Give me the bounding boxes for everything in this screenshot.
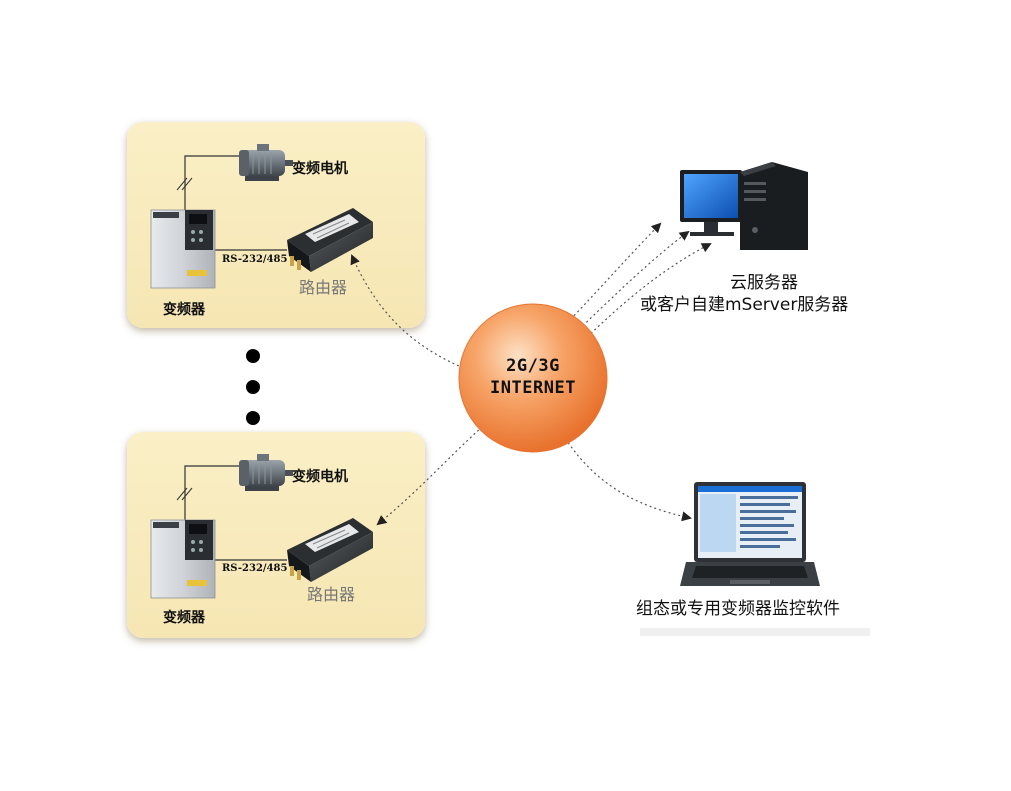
globe-icon [458, 303, 608, 453]
network-label-line1: 2G/3G [506, 356, 560, 376]
ellipsis-dot [246, 380, 260, 394]
interface-label: RS-232/485 [222, 254, 288, 265]
server-label-line2: 或客户自建mServer服务器 [640, 295, 849, 315]
motor-label: 变频电机 [292, 161, 348, 177]
motor-label: 变频电机 [292, 469, 348, 485]
server-label-line1: 云服务器 [730, 273, 798, 293]
network-label-line2: INTERNET [490, 378, 576, 398]
router-label: 路由器 [299, 278, 348, 297]
link-to-server-2 [571, 230, 690, 337]
vfd-label: 变频器 [163, 302, 205, 318]
link-to-router-bottom [376, 419, 491, 526]
link-to-laptop [559, 429, 692, 522]
desktop-computer-icon [680, 162, 808, 250]
router-label: 路由器 [307, 585, 356, 604]
ellipsis-dot [246, 411, 260, 425]
interface-label: RS-232/485 [222, 563, 288, 574]
link-to-server-3 [579, 243, 712, 345]
laptop-label: 组态或专用变频器监控软件 [636, 599, 840, 619]
link-to-router-top [350, 254, 469, 371]
laptop-icon [680, 482, 820, 586]
vfd-label: 变频器 [163, 610, 205, 626]
ellipsis-dot [246, 349, 260, 363]
